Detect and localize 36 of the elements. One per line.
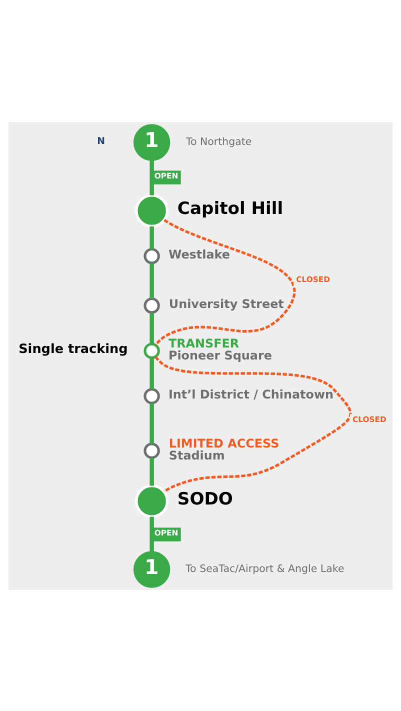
node-label: Capitol Hill — [177, 198, 284, 219]
node-circle — [144, 297, 160, 314]
node-circle — [144, 388, 160, 404]
node-label: LIMITED ACCESS — [168, 436, 280, 450]
node-label: Stadium — [168, 448, 225, 462]
edge-label: CLOSED — [296, 274, 330, 284]
node-label: University Street — [168, 296, 284, 310]
connector — [154, 218, 296, 346]
edge-label: CLOSED — [352, 414, 386, 424]
node-circle — [144, 342, 160, 358]
node-circle — [135, 194, 168, 227]
connector — [150, 458, 154, 486]
connector — [150, 262, 154, 298]
connector — [150, 312, 154, 344]
node-label: Pioneer Square — [168, 348, 272, 362]
edge-label: OPEN — [154, 171, 178, 180]
connector — [150, 357, 154, 389]
node-circle — [144, 442, 160, 458]
label: To Northgate — [186, 136, 252, 148]
node-circle: 1 — [133, 124, 170, 160]
node-circle: 1 — [133, 550, 170, 588]
connector — [150, 402, 154, 444]
node-label: Int’l District / Chinatown — [168, 386, 334, 401]
edge-label: OPEN — [154, 528, 178, 538]
node-label: TRANSFER — [168, 336, 240, 350]
connector — [150, 516, 154, 552]
label: Single tracking — [18, 342, 128, 357]
node-label: Westlake — [168, 246, 230, 261]
connector — [154, 356, 352, 492]
label: To SeaTac/Airport & Angle Lake — [186, 562, 344, 575]
connector — [150, 159, 154, 195]
node-label: SODO — [177, 489, 233, 510]
label: N — [97, 136, 106, 147]
connector — [150, 226, 154, 249]
node-circle — [135, 484, 168, 518]
node-circle — [144, 247, 160, 264]
